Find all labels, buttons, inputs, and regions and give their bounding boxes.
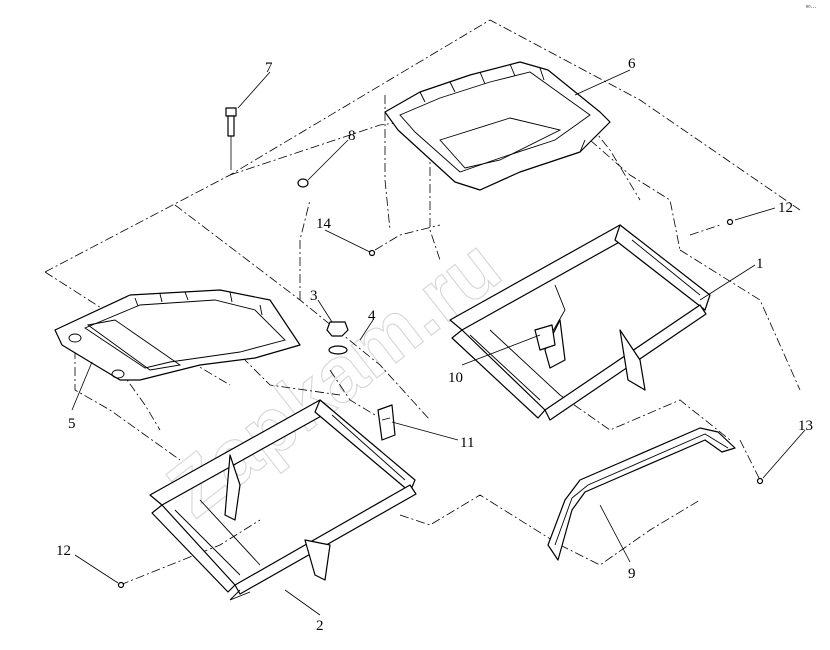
callout-labels: 7 8 6 14 12 1 3 4 5 10 11 13 12 2 9 <box>56 56 813 634</box>
leader-lines <box>71 69 806 616</box>
part-10-bracket <box>534 324 556 351</box>
callout-9: 9 <box>628 566 636 582</box>
part-1-frame <box>449 224 711 421</box>
part-9-bar <box>547 427 736 561</box>
part-11-bracket <box>377 404 396 441</box>
callout-12-right: 12 <box>778 200 793 216</box>
part-7-bolt <box>225 107 237 170</box>
callout-13: 13 <box>798 418 813 434</box>
callout-12-left: 12 <box>56 543 71 559</box>
callout-6: 6 <box>628 56 636 72</box>
part-2-frame <box>149 399 417 601</box>
callout-1: 1 <box>756 256 764 272</box>
callout-3: 3 <box>310 288 318 304</box>
part-6-tray <box>384 61 611 191</box>
callout-2: 2 <box>316 618 324 634</box>
callout-5: 5 <box>68 416 76 432</box>
part-4-washer <box>328 345 348 355</box>
part-8-washer <box>297 178 309 188</box>
part-3-nut <box>326 321 349 337</box>
callout-14: 14 <box>316 216 332 232</box>
callout-8: 8 <box>348 128 356 144</box>
corner-mark: ᵉᵒ··· <box>806 5 817 11</box>
callout-4: 4 <box>368 308 376 324</box>
part-5-plate <box>54 289 301 381</box>
callout-10: 10 <box>448 370 463 386</box>
callout-7: 7 <box>265 60 273 76</box>
fasteners-small <box>117 218 764 589</box>
callout-11: 11 <box>460 435 474 451</box>
